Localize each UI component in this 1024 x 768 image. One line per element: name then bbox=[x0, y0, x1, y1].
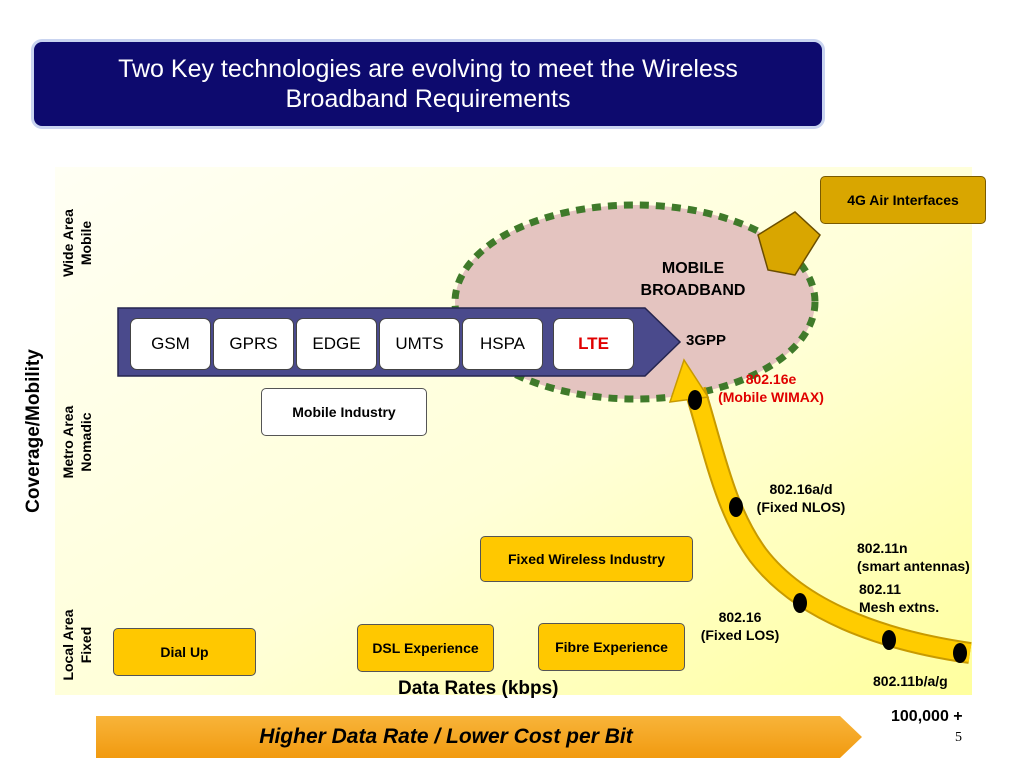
label-802-16ad-line-1: 802.16a/d bbox=[769, 481, 833, 497]
bottom-arrow-label: Higher Data Rate / Lower Cost per Bit bbox=[259, 725, 633, 748]
label-802-16e: 802.16e (Mobile WIMAX) bbox=[708, 370, 834, 406]
band-label-metro-area: Metro Area Nomadic bbox=[59, 392, 95, 492]
label-802-16e-line-2: (Mobile WIMAX) bbox=[718, 389, 824, 405]
tech-umts: UMTS bbox=[379, 318, 460, 370]
label-802-11n-line-1: 802.11n bbox=[857, 540, 908, 556]
page-number: 5 bbox=[955, 730, 962, 745]
band-label-local-area: Local Area Fixed bbox=[59, 600, 95, 690]
label-802-16ad: 802.16a/d (Fixed NLOS) bbox=[745, 480, 857, 516]
band-wide-area-line-2: Mobile bbox=[78, 220, 94, 266]
fixed-wireless-industry-box: Fixed Wireless Industry bbox=[480, 536, 693, 582]
band-metro-area-line-2: Nomadic bbox=[78, 412, 94, 472]
tech-edge: EDGE bbox=[296, 318, 377, 370]
air-interface-pentagon-icon bbox=[757, 211, 821, 276]
label-802-11-mesh: 802.11 Mesh extns. bbox=[859, 580, 939, 616]
title-line-1: Two Key technologies are evolving to mee… bbox=[118, 55, 738, 83]
milestone-dot-802-11-mesh bbox=[882, 630, 896, 650]
milestone-dot-802-16ad bbox=[729, 497, 743, 517]
label-802-11n-line-2: (smart antennas) bbox=[857, 558, 970, 574]
label-802-11n: 802.11n (smart antennas) bbox=[857, 539, 970, 575]
label-802-16-line-1: 802.16 bbox=[718, 609, 762, 625]
label-802-16e-line-1: 802.16e bbox=[745, 371, 797, 387]
3gpp-label: 3GPP bbox=[686, 332, 727, 349]
milestone-dot-802-11bag bbox=[953, 643, 967, 663]
x-axis-label: Data Rates (kbps) bbox=[398, 678, 559, 699]
tech-gsm: GSM bbox=[130, 318, 211, 370]
band-metro-area-line-1: Metro Area bbox=[60, 405, 76, 479]
tech-lte: LTE bbox=[553, 318, 634, 370]
label-802-16: 802.16 (Fixed LOS) bbox=[690, 608, 790, 644]
band-wide-area-line-1: Wide Area bbox=[60, 209, 76, 277]
band-local-area-line-1: Local Area bbox=[60, 609, 76, 681]
mobile-broadband-label: MOBILE BROADBAND bbox=[600, 258, 786, 302]
mobile-broadband-line-1: MOBILE bbox=[661, 260, 725, 277]
band-local-area-line-2: Fixed bbox=[78, 626, 94, 664]
label-802-16-line-2: (Fixed LOS) bbox=[700, 627, 780, 643]
bottom-arrow bbox=[96, 716, 862, 758]
fibre-experience-box: Fibre Experience bbox=[538, 623, 685, 671]
mobile-industry-box: Mobile Industry bbox=[261, 388, 427, 436]
tech-hspa: HSPA bbox=[462, 318, 543, 370]
dial-up-box: Dial Up bbox=[113, 628, 256, 676]
milestone-dot-802-16e bbox=[688, 390, 702, 410]
label-802-11-mesh-line-1: 802.11 bbox=[859, 581, 902, 597]
dsl-experience-box: DSL Experience bbox=[357, 624, 494, 672]
label-802-11bag: 802.11b/a/g bbox=[873, 673, 948, 689]
label-802-16ad-line-2: (Fixed NLOS) bbox=[756, 499, 846, 515]
tech-gprs: GPRS bbox=[213, 318, 294, 370]
y-axis-label: Coverage/Mobility bbox=[23, 349, 44, 513]
x-axis-max-label: 100,000 + bbox=[891, 708, 963, 725]
milestone-dot-802-11n bbox=[793, 593, 807, 613]
title-line-2: Broadband Requirements bbox=[285, 85, 571, 113]
label-802-11-mesh-line-2: Mesh extns. bbox=[859, 599, 940, 615]
band-label-wide-area: Wide Area Mobile bbox=[59, 203, 95, 283]
title-banner: Two Key technologies are evolving to mee… bbox=[34, 42, 822, 126]
air-interfaces-box: 4G Air Interfaces bbox=[820, 176, 986, 224]
mobile-broadband-line-2: BROADBAND bbox=[640, 282, 746, 299]
